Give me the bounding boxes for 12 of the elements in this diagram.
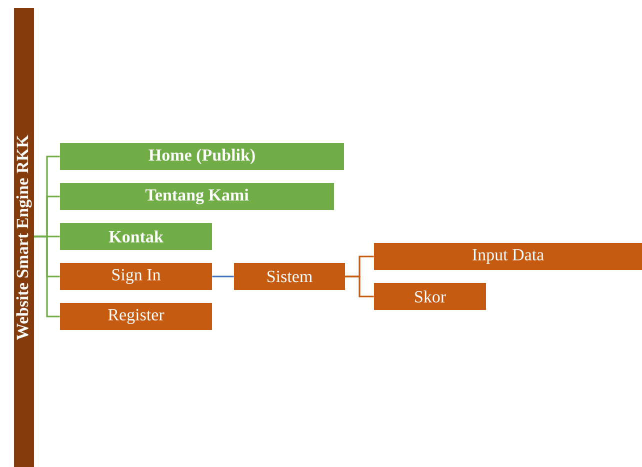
connector-line bbox=[34, 236, 60, 318]
title-bar: Website Smart Engine RKK bbox=[14, 8, 34, 467]
menu-box: Input Data bbox=[374, 243, 642, 270]
menu-box: Sign In bbox=[60, 263, 212, 290]
menu-box: Home (Publik) bbox=[60, 143, 344, 170]
connector-line bbox=[212, 276, 234, 278]
connector-line bbox=[345, 276, 374, 298]
menu-box: Register bbox=[60, 303, 212, 330]
menu-box: Skor bbox=[374, 283, 486, 310]
menu-box: Tentang Kami bbox=[60, 183, 334, 210]
menu-box: Kontak bbox=[60, 223, 212, 250]
menu-box: Sistem bbox=[234, 263, 345, 290]
